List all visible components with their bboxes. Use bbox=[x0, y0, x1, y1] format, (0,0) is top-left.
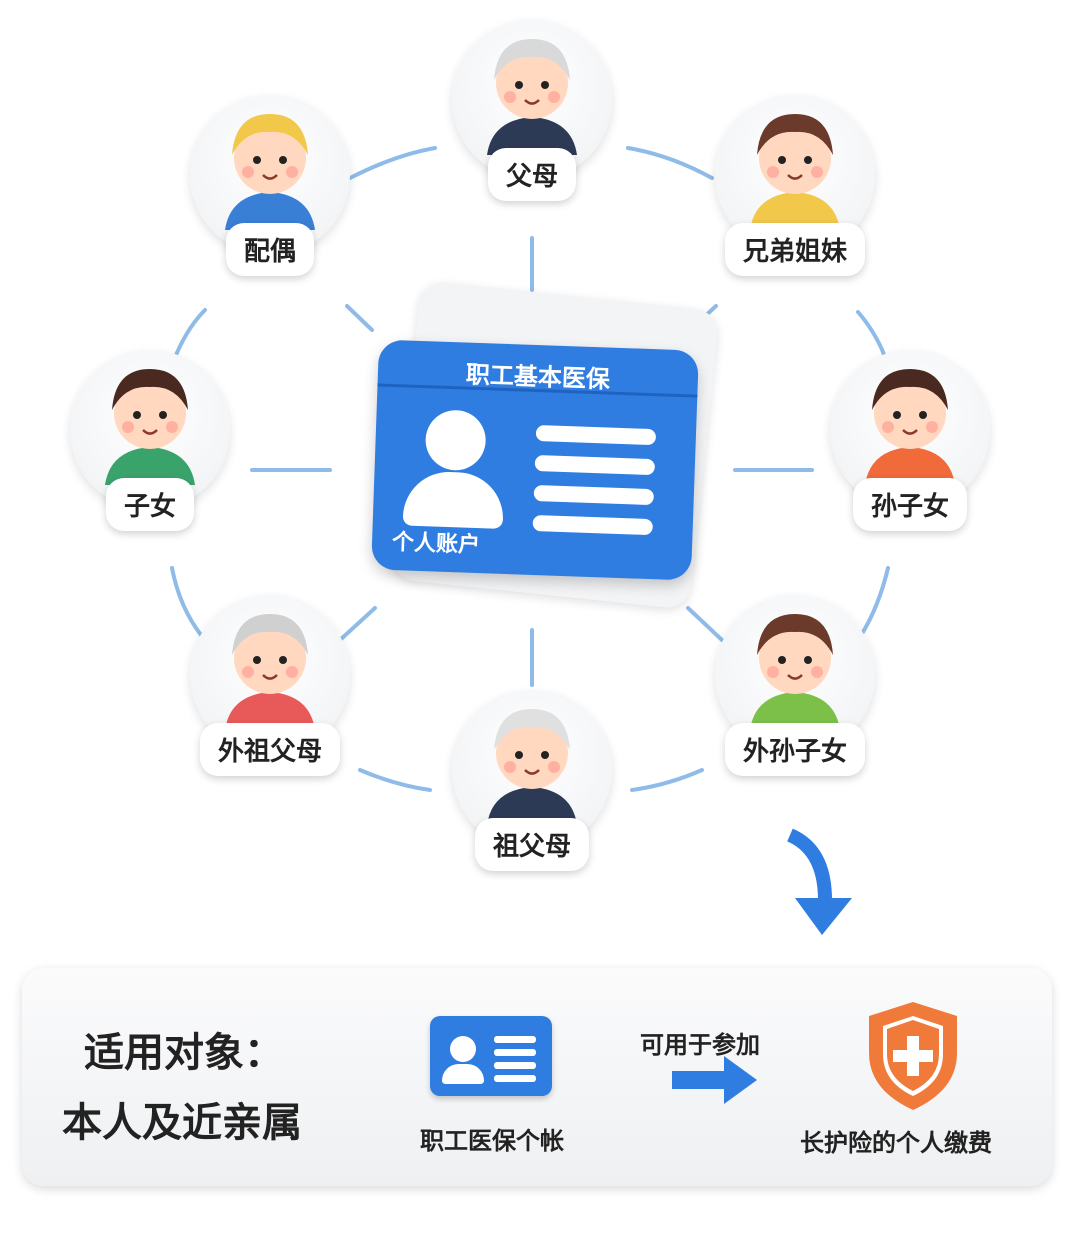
avatar-icon bbox=[750, 614, 840, 730]
relative-node-maternal-grandparents: 外祖父母 bbox=[185, 595, 355, 776]
relative-label: 子女 bbox=[105, 478, 195, 531]
relative-label: 祖父母 bbox=[474, 818, 590, 871]
arrow-label: 可用于参加 bbox=[640, 1031, 760, 1059]
relative-label: 父母 bbox=[487, 148, 577, 201]
relative-node-maternal-grandchildren: 外孙子女 bbox=[710, 595, 880, 776]
avatar-icon bbox=[487, 709, 577, 825]
relative-label: 外祖父母 bbox=[199, 723, 341, 776]
shield-plus-icon bbox=[869, 1002, 957, 1110]
avatar-icon bbox=[487, 39, 577, 155]
card-subtitle: 个人账户 bbox=[391, 530, 481, 559]
avatar-icon bbox=[225, 614, 315, 730]
applicable-scope: 本人及近亲属 bbox=[62, 1100, 302, 1146]
avatar-icon bbox=[225, 114, 315, 230]
relative-node-grandparents: 祖父母 bbox=[447, 690, 617, 871]
relative-node-grandchildren: 孙子女 bbox=[825, 350, 995, 531]
relative-node-siblings: 兄弟姐妹 bbox=[710, 95, 880, 276]
avatar-icon bbox=[750, 114, 840, 230]
relative-node-parents: 父母 bbox=[447, 20, 617, 201]
center-card: 职工基本医保 个人账户 bbox=[355, 280, 720, 615]
avatar-icon bbox=[865, 369, 955, 485]
down-arrow-icon bbox=[786, 828, 832, 901]
text-lines-icon bbox=[532, 425, 657, 536]
relative-label: 外孙子女 bbox=[724, 723, 866, 776]
person-icon bbox=[424, 409, 487, 472]
relative-label: 孙子女 bbox=[852, 478, 968, 531]
summary-panel: 适用对象： 本人及近亲属 职工医保个帐 可用于参加 长护险的个人缴费 bbox=[22, 968, 1052, 1186]
target-label: 长护险的个人缴费 bbox=[800, 1129, 992, 1157]
account-card-icon bbox=[430, 1016, 552, 1096]
relative-label: 配偶 bbox=[225, 223, 315, 276]
account-label: 职工医保个帐 bbox=[420, 1127, 564, 1155]
relative-label: 兄弟姐妹 bbox=[724, 223, 866, 276]
relative-node-spouse: 配偶 bbox=[185, 95, 355, 276]
right-arrow-icon bbox=[672, 1056, 757, 1104]
avatar-icon bbox=[105, 369, 195, 485]
applicable-title: 适用对象： bbox=[84, 1030, 284, 1076]
relative-node-children: 子女 bbox=[65, 350, 235, 531]
